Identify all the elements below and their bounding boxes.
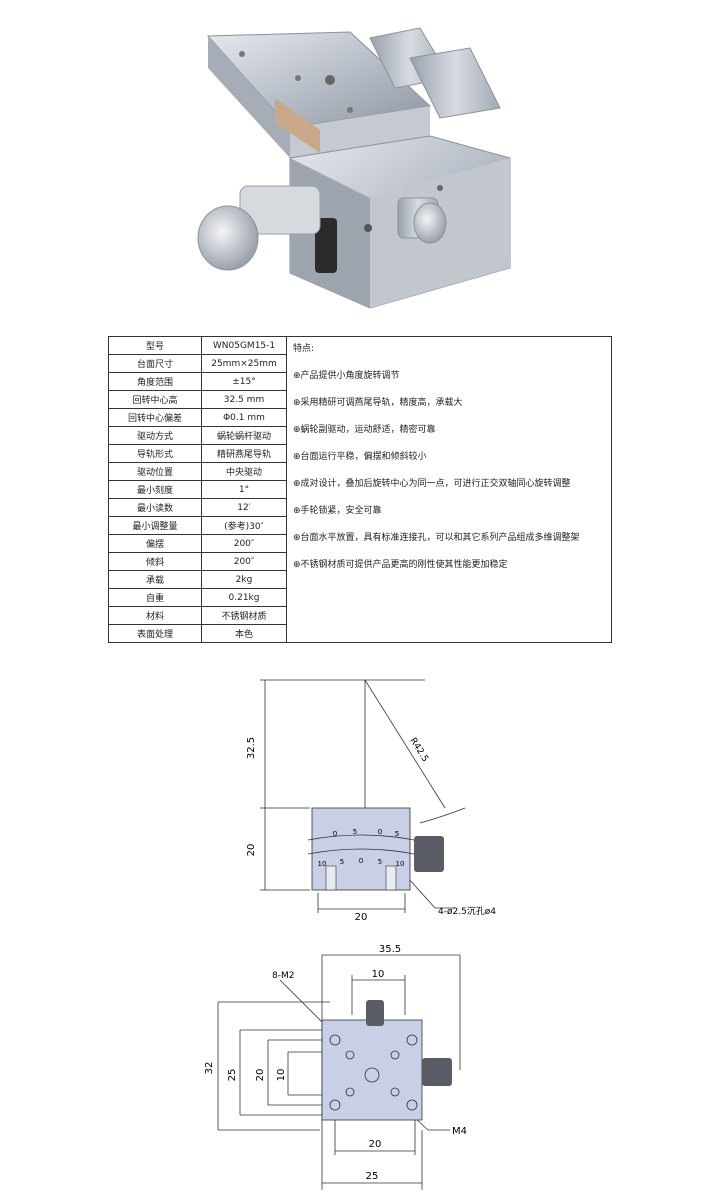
spec-key: 最小读数 <box>108 498 202 517</box>
features-cell: 特点: ⊕产品提供小角度旋转调节 ⊕采用精研可调燕尾导轨，精度高，承载大 ⊕蜗轮副驱动… <box>286 336 612 643</box>
dim-m4-label: M4 <box>452 1126 467 1137</box>
feature-item: ⊕不锈钢材质可提供产品更高的刚性使其性能更加稳定 <box>293 560 508 570</box>
spec-row: 材料不锈钢材质 <box>108 606 612 625</box>
scale-bottom-tick: 10 <box>396 860 405 868</box>
product-photo <box>197 27 511 309</box>
spec-key: 台面尺寸 <box>108 354 202 373</box>
spec-value: 25mm×25mm <box>201 354 287 373</box>
spec-key: 表面处理 <box>108 624 202 643</box>
feature-item: ⊕成对设计，叠加后旋转中心为同一点，可进行正交双轴同心旋转调整 <box>293 479 571 489</box>
spec-key: 导轨形式 <box>108 444 202 463</box>
spec-value: 200″ <box>201 552 287 571</box>
dim-25-bottom-label: 25 <box>366 1171 379 1182</box>
features-title: 特点: <box>293 344 315 354</box>
dim-10-left-label: 10 <box>276 1069 287 1082</box>
scale-bottom-tick: 0 <box>359 857 363 865</box>
spec-value: ±15° <box>201 372 287 391</box>
spec-key: 材料 <box>108 606 202 625</box>
scale-top-tick: 5 <box>353 828 357 836</box>
spec-key: 型号 <box>108 336 202 355</box>
dim-m2-label: 8-M2 <box>272 971 294 981</box>
scale-bottom-tick: 5 <box>340 858 344 866</box>
dim-height-label: 32.5 <box>246 737 257 759</box>
scale-top-tick: 0 <box>378 828 382 836</box>
spec-value: Φ0.1 mm <box>201 408 287 427</box>
radius-label: R42.5 <box>407 736 429 764</box>
spec-key: 最小刻度 <box>108 480 202 499</box>
spec-value: 32.5 mm <box>201 390 287 409</box>
scale-bottom: 10 5 0 5 10 <box>318 857 405 868</box>
feature-item: ⊕台面水平放置，具有标准连接孔，可以和其它系列产品组成多维调整架 <box>293 533 580 543</box>
dim-25-left-label: 25 <box>227 1069 238 1082</box>
spec-value: 2kg <box>201 570 287 589</box>
spec-value: 不锈钢材质 <box>201 606 287 625</box>
spec-key: 偏摆 <box>108 534 202 553</box>
dim-body-label: 20 <box>246 844 257 857</box>
spec-value: WN05GM15-1 <box>201 336 287 355</box>
scale-bottom-tick: 5 <box>378 858 382 866</box>
spec-row: 导轨形式精研燕尾导轨 <box>108 444 612 463</box>
spec-key: 驱动方式 <box>108 426 202 445</box>
dim-10-top-label: 10 <box>372 969 385 980</box>
spec-value: 1° <box>201 480 287 499</box>
scale-top-tick: 5 <box>395 830 399 838</box>
spec-value: 中央驱动 <box>201 462 287 481</box>
spec-value: 0.21kg <box>201 588 287 607</box>
spec-key: 最小调整量 <box>108 516 202 535</box>
spec-row: 表面处理本色 <box>108 624 612 643</box>
feature-item: ⊕台面运行平稳，偏摆和倾斜较小 <box>293 452 427 462</box>
spec-key: 角度范围 <box>108 372 202 391</box>
dim-20-bottom-label: 20 <box>369 1139 382 1150</box>
spec-key: 回转中心高 <box>108 390 202 409</box>
top-view-drawing: 35.5 10 8-M2 32 25 20 10 20 25 M4 <box>204 944 467 1190</box>
spec-key: 自重 <box>108 588 202 607</box>
holes-label: 4-ø2.5沉孔ø4 <box>438 906 496 917</box>
spec-row: 角度范围±15° <box>108 372 612 391</box>
dim-20-left-label: 20 <box>255 1069 266 1082</box>
spec-row: 最小调整量(参考)30″ <box>108 516 612 535</box>
spec-value: 本色 <box>201 624 287 643</box>
feature-item: ⊕蜗轮副驱动，运动舒适，精密可靠 <box>293 425 436 435</box>
spec-value: 蜗轮蜗杆驱动 <box>201 426 287 445</box>
spec-key: 倾斜 <box>108 552 202 571</box>
dim-width-label: 20 <box>355 912 368 923</box>
feature-item: ⊕产品提供小角度旋转调节 <box>293 371 400 381</box>
spec-key: 回转中心偏差 <box>108 408 202 427</box>
scale-top: 0 5 0 5 <box>333 828 399 838</box>
spec-key: 承载 <box>108 570 202 589</box>
scale-top-tick: 0 <box>333 830 337 838</box>
feature-item: ⊕手轮锁紧，安全可靠 <box>293 506 382 516</box>
scale-bottom-tick: 10 <box>318 860 327 868</box>
spec-value: 12′ <box>201 498 287 517</box>
front-view-drawing: 32.5 20 20 R42.5 4-ø2.5沉孔ø4 0 5 0 5 10 5… <box>246 679 496 923</box>
spec-key: 驱动位置 <box>108 462 202 481</box>
spec-value: 200″ <box>201 534 287 553</box>
spec-value: 精研燕尾导轨 <box>201 444 287 463</box>
feature-item: ⊕采用精研可调燕尾导轨，精度高，承载大 <box>293 398 463 408</box>
spec-row: 驱动方式蜗轮蜗杆驱动 <box>108 426 612 445</box>
dim-total-width-label: 35.5 <box>379 944 401 955</box>
dim-32-label: 32 <box>204 1062 215 1075</box>
spec-value: (参考)30″ <box>201 516 287 535</box>
